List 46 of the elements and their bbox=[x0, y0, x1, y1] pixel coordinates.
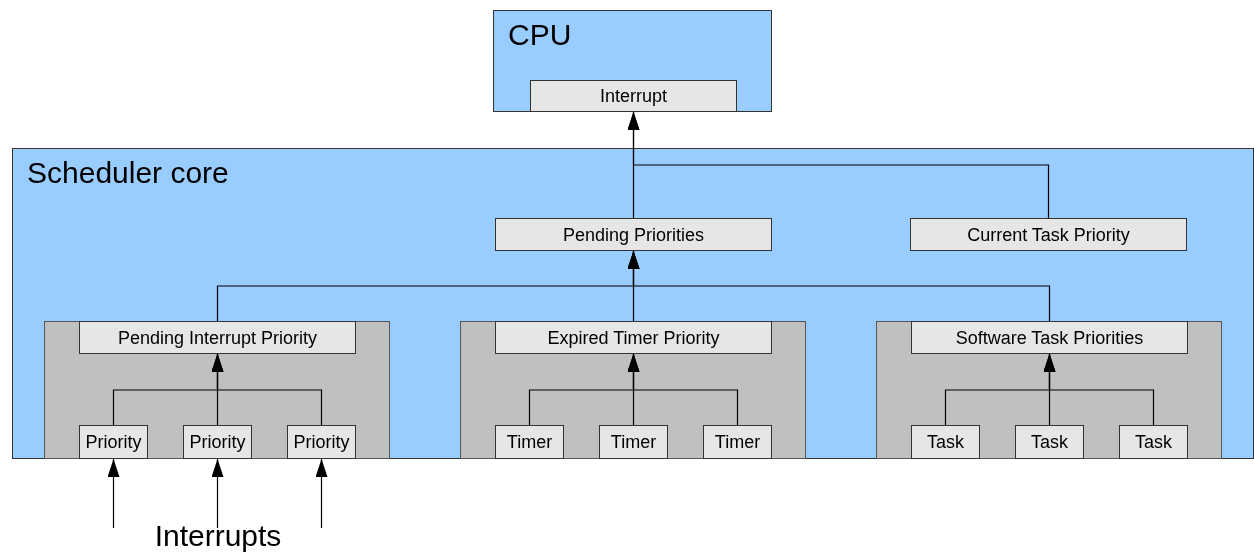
box-label: Priority bbox=[189, 431, 246, 453]
arrow bbox=[107, 458, 120, 529]
arrow bbox=[627, 353, 739, 426]
arrow bbox=[211, 353, 323, 426]
box-label: Task bbox=[1031, 431, 1068, 453]
arrow bbox=[211, 458, 224, 529]
panel bbox=[493, 10, 772, 112]
process-box bbox=[911, 425, 980, 459]
process-box bbox=[911, 321, 1188, 354]
process-box bbox=[495, 425, 564, 459]
box-label: Task bbox=[1135, 431, 1172, 453]
box-label: Timer bbox=[714, 431, 761, 453]
panel-title: CPU bbox=[508, 17, 572, 53]
process-box bbox=[1015, 425, 1084, 459]
box-label: Interrupt bbox=[599, 85, 667, 107]
arrow bbox=[627, 111, 1050, 219]
box-label: Current Task Priority bbox=[967, 223, 1130, 246]
process-box bbox=[495, 321, 772, 354]
box-label: Pending Interrupt Priority bbox=[117, 326, 318, 349]
box-panel bbox=[876, 321, 1222, 459]
process-box bbox=[495, 218, 772, 251]
process-box bbox=[183, 425, 252, 459]
box-label: Task bbox=[927, 431, 964, 453]
arrow bbox=[627, 250, 1051, 322]
process-box bbox=[703, 425, 772, 459]
box-label: Priority bbox=[85, 431, 142, 453]
process-box bbox=[1119, 425, 1188, 459]
box-label: Timer bbox=[610, 431, 657, 453]
box-panel bbox=[44, 321, 390, 459]
process-box bbox=[287, 425, 356, 459]
process-box bbox=[910, 218, 1187, 251]
box-label: Pending Priorities bbox=[562, 223, 705, 246]
panel bbox=[12, 148, 1254, 459]
process-box bbox=[599, 425, 668, 459]
process-box bbox=[530, 80, 737, 112]
box-label: Timer bbox=[506, 431, 553, 453]
process-box bbox=[79, 425, 148, 459]
box-panel bbox=[460, 321, 806, 459]
arrow bbox=[1043, 353, 1155, 426]
box-label: Software Task Priorities bbox=[955, 326, 1144, 349]
panel-title: Scheduler core bbox=[27, 155, 229, 191]
process-box bbox=[79, 321, 356, 354]
arrow bbox=[315, 458, 328, 529]
box-label: Expired Timer Priority bbox=[547, 326, 720, 349]
caption-text: Interrupts bbox=[154, 518, 282, 554]
box-label: Priority bbox=[293, 431, 350, 453]
